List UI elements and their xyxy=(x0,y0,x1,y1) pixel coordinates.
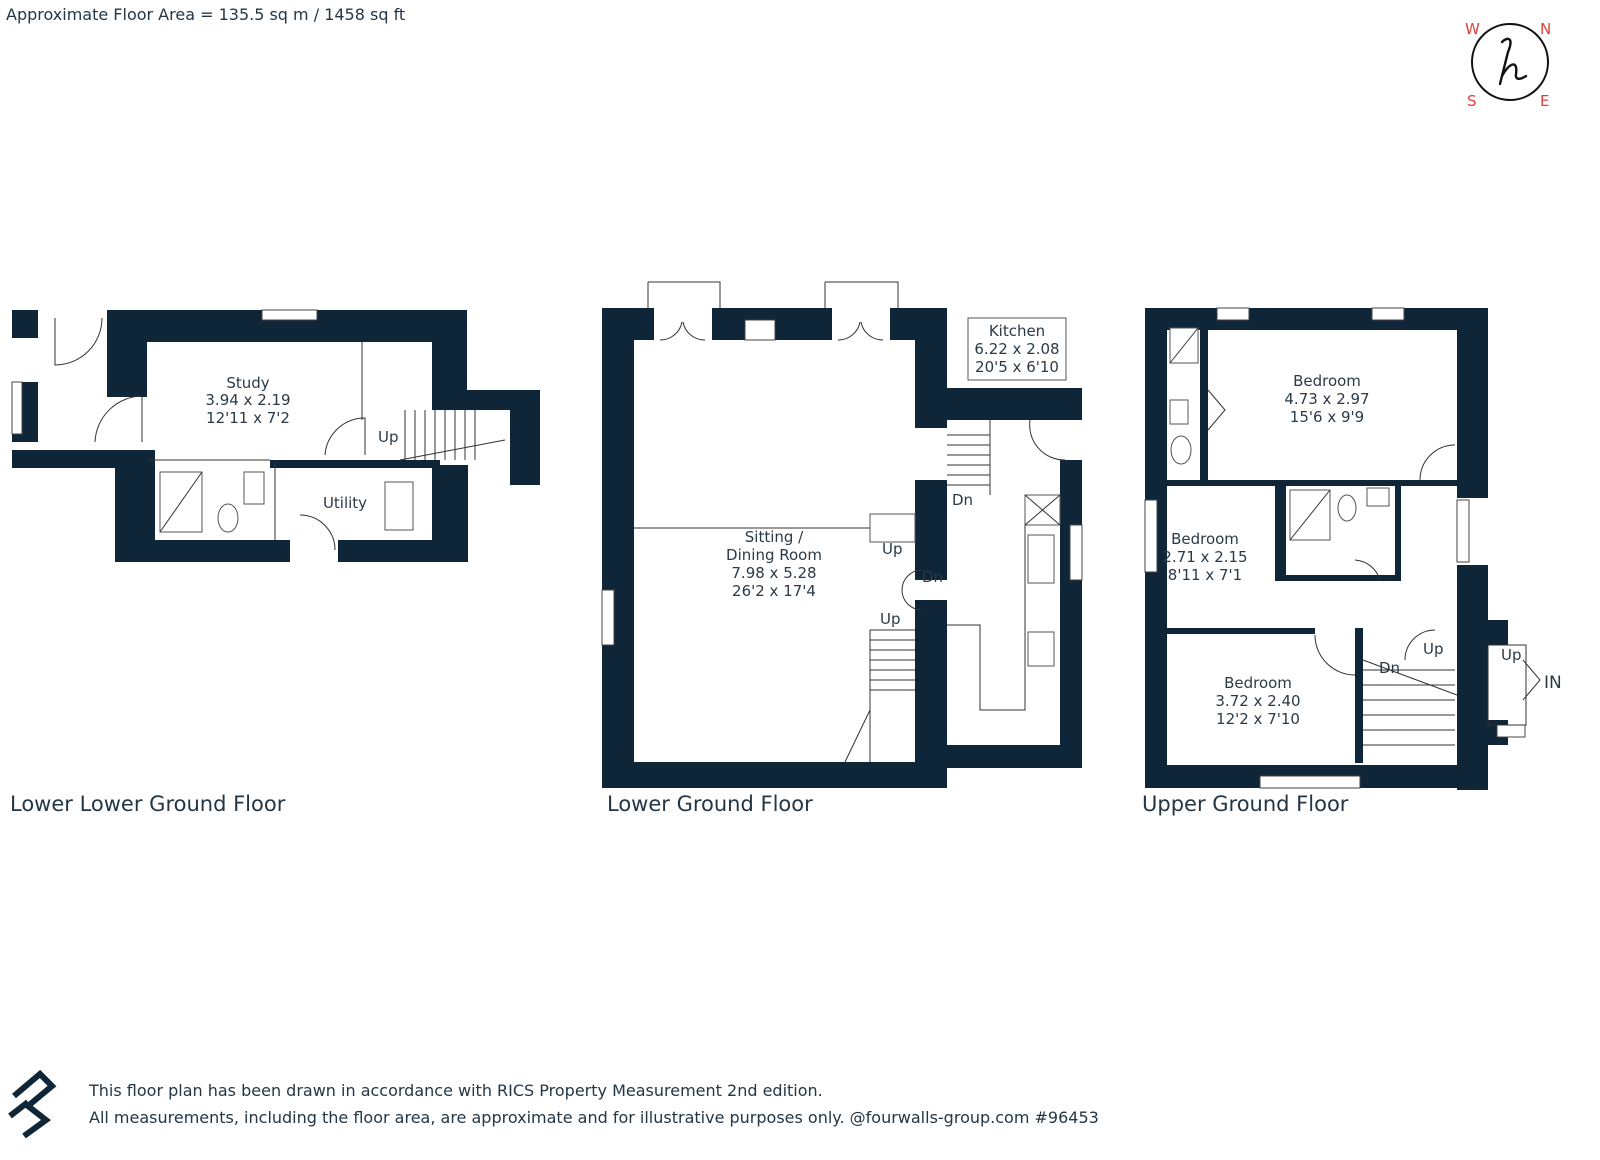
sitting-imperial: 26'2 x 17'4 xyxy=(732,582,816,600)
bed2-metric: 2.71 x 2.15 xyxy=(1162,548,1247,566)
bed1-name: Bedroom xyxy=(1293,372,1361,390)
compass-e: E xyxy=(1540,92,1549,110)
bed2-imperial: 8'11 x 7'1 xyxy=(1168,566,1242,584)
sitting-name-1: Sitting / xyxy=(745,528,804,546)
ug-stairs-up-1: Up xyxy=(1423,640,1444,658)
plan-lower-ground: Kitchen 6.22 x 2.08 20'5 x 6'10 Sitting … xyxy=(601,281,1083,788)
lg-stairs-dn-2: Dn xyxy=(922,568,943,586)
ug-stairs-dn: Dn xyxy=(1379,659,1400,677)
bed1-metric: 4.73 x 2.97 xyxy=(1284,390,1369,408)
compass-w: W xyxy=(1465,20,1480,38)
kitchen-metric: 6.22 x 2.08 xyxy=(974,340,1059,358)
plan-upper-ground: Bedroom 4.73 x 2.97 15'6 x 9'9 Bedroom 2… xyxy=(1144,307,1562,790)
lg-stairs-dn-1: Dn xyxy=(952,491,973,509)
study-name: Study xyxy=(226,374,269,392)
floor-title-upper: Upper Ground Floor xyxy=(1142,792,1349,816)
ug-stairs-up-2: Up xyxy=(1501,646,1522,664)
floor-title-lower: Lower Ground Floor xyxy=(607,792,813,816)
bed3-imperial: 12'2 x 7'10 xyxy=(1216,710,1300,728)
sitting-name-2: Dining Room xyxy=(726,546,822,564)
compass-logo-icon: W N S E xyxy=(1465,20,1551,110)
kitchen-name: Kitchen xyxy=(989,322,1045,340)
bed3-metric: 3.72 x 2.40 xyxy=(1215,692,1300,710)
floor-area-header: Approximate Floor Area = 135.5 sq m / 14… xyxy=(6,5,406,24)
footer-line-1: This floor plan has been drawn in accord… xyxy=(89,1081,823,1100)
footer-line-2: All measurements, including the floor ar… xyxy=(89,1108,1099,1127)
bed1-imperial: 15'6 x 9'9 xyxy=(1290,408,1364,426)
sitting-metric: 7.98 x 5.28 xyxy=(731,564,816,582)
fourwalls-logo-icon xyxy=(8,1069,57,1138)
entrance-label: IN xyxy=(1544,673,1562,693)
llg-stairs-up: Up xyxy=(378,428,399,446)
compass-n: N xyxy=(1540,20,1551,38)
bed3-name: Bedroom xyxy=(1224,674,1292,692)
compass-s: S xyxy=(1467,92,1477,110)
bed2-name: Bedroom xyxy=(1171,530,1239,548)
lg-stairs-up-1: Up xyxy=(882,540,903,558)
utility-name: Utility xyxy=(323,494,367,512)
study-metric: 3.94 x 2.19 xyxy=(205,391,290,409)
lg-stairs-up-2: Up xyxy=(880,610,901,628)
floor-title-lower-lower: Lower Lower Ground Floor xyxy=(10,792,286,816)
study-imperial: 12'11 x 7'2 xyxy=(206,409,290,427)
plan-lower-lower-ground: Study 3.94 x 2.19 12'11 x 7'2 Utility Up xyxy=(11,309,540,562)
kitchen-imperial: 20'5 x 6'10 xyxy=(975,358,1059,376)
